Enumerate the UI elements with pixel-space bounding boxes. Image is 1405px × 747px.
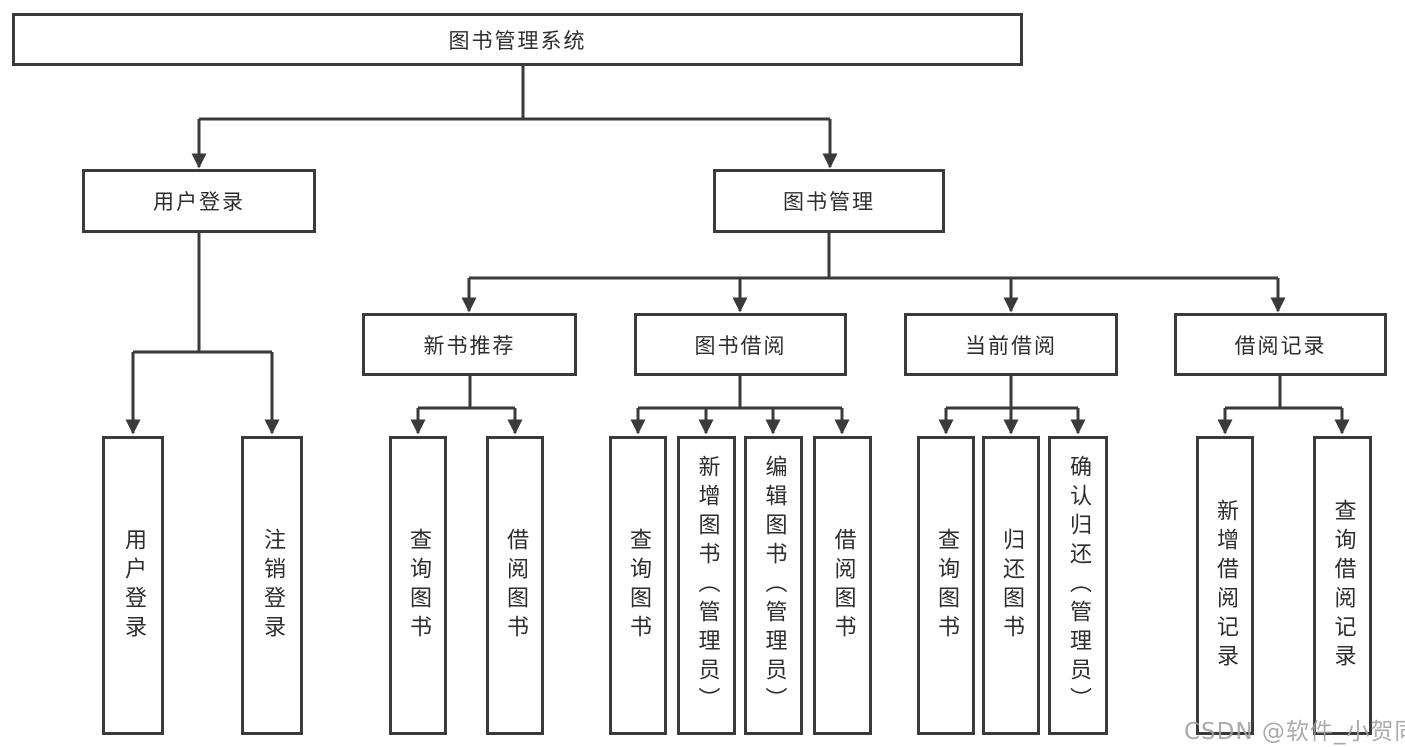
leaf-borrow-borrow-label: 借阅图书 (830, 527, 856, 644)
node-borrow-record: 借阅记录 (1174, 313, 1387, 376)
leaf-newbook-query-label: 查询图书 (406, 527, 431, 644)
leaf-newbook-borrow-label: 借阅图书 (503, 527, 528, 644)
node-user-login-label: 用户登录 (153, 190, 245, 214)
leaf-current-confirm-return: 确认归还（管理员） (1048, 436, 1108, 735)
leaf-user-login: 用户登录 (102, 436, 164, 735)
leaf-borrow-add-label: 新增图书（管理员） (694, 455, 720, 716)
leaf-borrow-edit-label: 编辑图书（管理员） (761, 455, 787, 716)
leaf-borrow-query: 查询图书 (609, 436, 667, 735)
node-new-book-recommend: 新书推荐 (362, 313, 577, 376)
node-new-book-recommend-label: 新书推荐 (423, 333, 516, 358)
node-book-management-label: 图书管理 (783, 190, 875, 214)
leaf-current-confirm-return-label: 确认归还（管理员） (1066, 455, 1091, 716)
leaf-current-query: 查询图书 (917, 436, 975, 735)
node-book-management: 图书管理 (713, 169, 945, 233)
leaf-record-add-label: 新增借阅记录 (1213, 498, 1238, 673)
node-user-login: 用户登录 (82, 169, 316, 233)
node-current-borrow: 当前借阅 (904, 313, 1118, 376)
leaf-newbook-query: 查询图书 (389, 436, 447, 735)
leaf-current-return: 归还图书 (982, 436, 1040, 735)
leaf-record-add: 新增借阅记录 (1196, 436, 1254, 735)
node-root-label: 图书管理系统 (448, 28, 587, 53)
leaf-current-return-label: 归还图书 (999, 527, 1024, 644)
node-book-borrow-label: 图书借阅 (694, 333, 787, 358)
node-book-borrow: 图书借阅 (634, 313, 847, 376)
leaf-current-query-label: 查询图书 (934, 527, 959, 644)
leaf-borrow-add: 新增图书（管理员） (677, 436, 736, 735)
leaf-newbook-borrow: 借阅图书 (486, 436, 544, 735)
leaf-borrow-borrow: 借阅图书 (813, 436, 872, 735)
leaf-logout: 注销登录 (241, 436, 303, 735)
leaf-borrow-edit: 编辑图书（管理员） (744, 436, 803, 735)
node-root: 图书管理系统 (12, 13, 1023, 66)
leaf-logout-label: 注销登录 (260, 527, 285, 644)
leaf-user-login-label: 用户登录 (121, 527, 146, 644)
leaf-record-query: 查询借阅记录 (1313, 436, 1372, 735)
node-borrow-record-label: 借阅记录 (1234, 333, 1327, 358)
leaf-record-query-label: 查询借阅记录 (1330, 498, 1356, 673)
csdn-watermark: CSDN @软件_小贺同学 (1184, 719, 1405, 745)
node-current-borrow-label: 当前借阅 (965, 333, 1057, 358)
leaf-borrow-query-label: 查询图书 (626, 527, 651, 644)
